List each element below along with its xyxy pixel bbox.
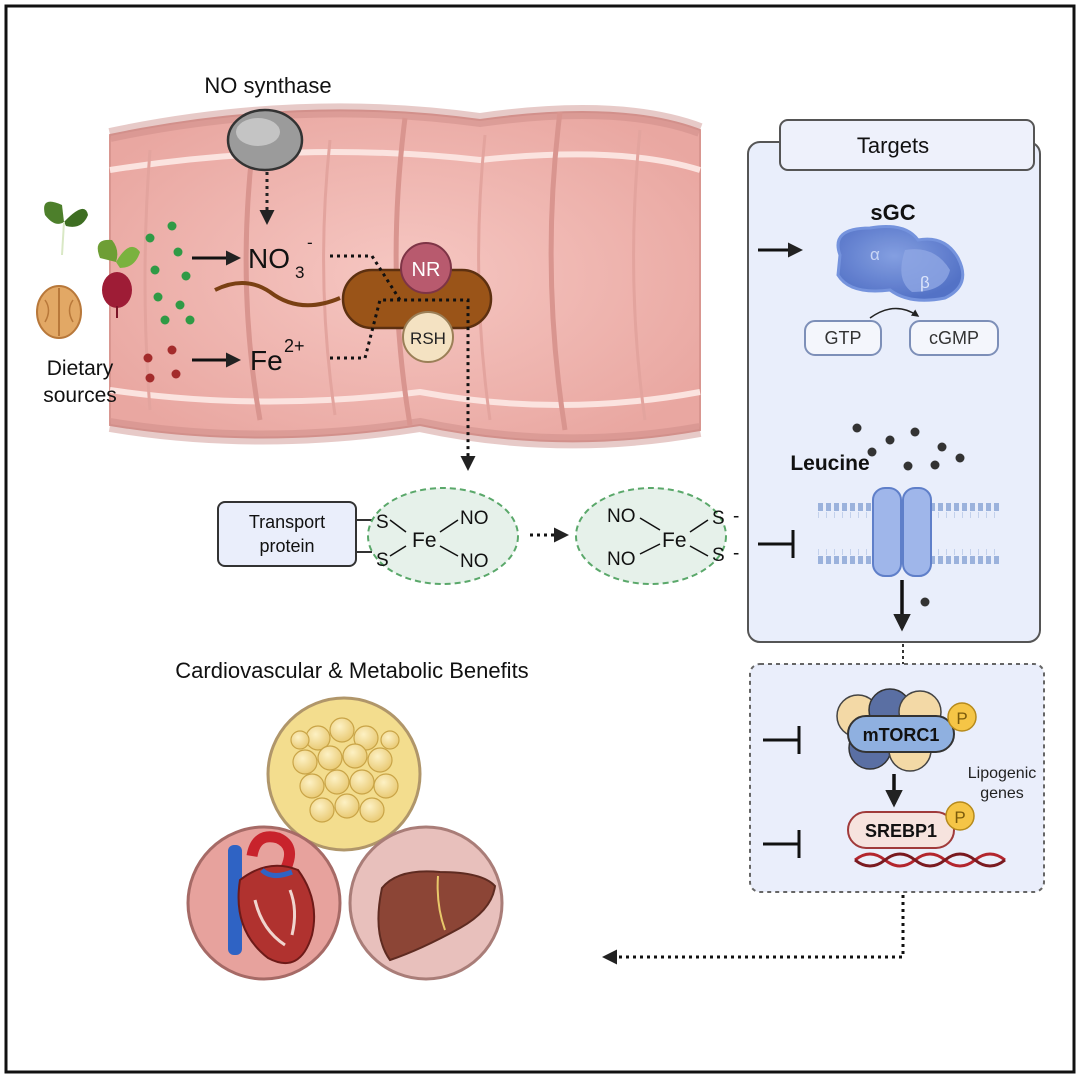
- liver-icon: [377, 870, 497, 962]
- svg-text:Fe: Fe: [662, 529, 687, 552]
- svg-text:NO: NO: [460, 508, 489, 529]
- benefits-arrow: [602, 895, 905, 965]
- nitrate-ion: NO 3 -: [248, 233, 313, 282]
- beet-icon: [97, 239, 140, 318]
- gtp-conversion-arrow: [869, 307, 920, 319]
- targets-title: Targets: [857, 133, 929, 158]
- sgc-label: sGC: [870, 200, 915, 225]
- transport-label-line2: protein: [259, 536, 314, 556]
- heart-icon: [228, 831, 316, 964]
- sgc-protein: [836, 225, 965, 302]
- svg-text:-: -: [733, 506, 739, 527]
- srebp1-pill: [847, 811, 955, 849]
- svg-text:3: 3: [295, 263, 304, 282]
- svg-text:NO: NO: [460, 551, 489, 572]
- mtorc1-inhibition: [763, 726, 801, 754]
- srebp1-inhibition: [763, 830, 801, 858]
- cgmp-label: cGMP: [929, 328, 979, 348]
- svg-text:P: P: [956, 709, 967, 728]
- dnic-free: [575, 487, 727, 585]
- svg-text:2+: 2+: [284, 336, 305, 356]
- svg-text:S: S: [712, 545, 725, 566]
- iron-dots: [143, 345, 181, 383]
- rsh-molecule: [402, 311, 454, 363]
- no-synthase-label: NO synthase: [204, 73, 331, 98]
- mtorc1-label: mTORC1: [863, 725, 940, 745]
- svg-text:NO: NO: [607, 506, 636, 527]
- leucine-inhibition: [758, 530, 795, 558]
- svg-text:NO: NO: [248, 243, 290, 274]
- svg-text:-: -: [733, 543, 739, 564]
- dietary-label-line2: sources: [43, 384, 117, 407]
- cgmp-box: [909, 320, 999, 356]
- spinach-icon: [44, 201, 88, 256]
- walnut-icon: [36, 285, 82, 339]
- leucine-dots: [852, 423, 965, 607]
- gtp-label: GTP: [824, 328, 861, 348]
- lipogenic-label-line1: Lipogenic: [968, 765, 1037, 782]
- leucine-label: Leucine: [790, 452, 869, 475]
- nr-label: NR: [412, 259, 441, 281]
- rsh-label: RSH: [410, 329, 446, 348]
- dietary-label-line1: Dietary: [47, 357, 114, 380]
- svg-text:S: S: [712, 508, 725, 529]
- targets-header-box: [779, 119, 1035, 171]
- bacterium-flagellum: [214, 281, 341, 308]
- srebp1-label: SREBP1: [865, 821, 937, 841]
- fat-cells: [290, 717, 400, 823]
- svg-text:-: -: [307, 233, 313, 252]
- dnic-protein-bound: [367, 487, 519, 585]
- bacterium-output-arrow: [330, 298, 476, 471]
- svg-text:S: S: [376, 512, 389, 533]
- svg-text:P: P: [954, 808, 965, 827]
- benefits-title: Cardiovascular & Metabolic Benefits: [175, 658, 528, 683]
- svg-text:Fe: Fe: [250, 345, 283, 376]
- sgc-alpha: α: [870, 245, 880, 264]
- gtp-box: [804, 320, 882, 356]
- svg-text:S: S: [376, 550, 389, 571]
- sgc-beta: β: [920, 273, 930, 292]
- lipogenic-label-line2: genes: [980, 785, 1024, 802]
- mtorc1-pill: [847, 715, 955, 753]
- transport-label-line1: Transport: [249, 512, 325, 532]
- srebp1-phospho: [945, 801, 975, 831]
- mtorc1-phospho: [947, 702, 977, 732]
- dna-helix: [854, 852, 1006, 868]
- nitrate-dots: [145, 221, 195, 325]
- nr-enzyme: [400, 242, 452, 294]
- leucine-transporter: [872, 487, 932, 577]
- dnic-fe-label: Fe: [412, 529, 437, 552]
- transport-protein-box: [217, 501, 357, 567]
- svg-text:NO: NO: [607, 549, 636, 570]
- iron-ion: Fe 2+: [250, 336, 305, 376]
